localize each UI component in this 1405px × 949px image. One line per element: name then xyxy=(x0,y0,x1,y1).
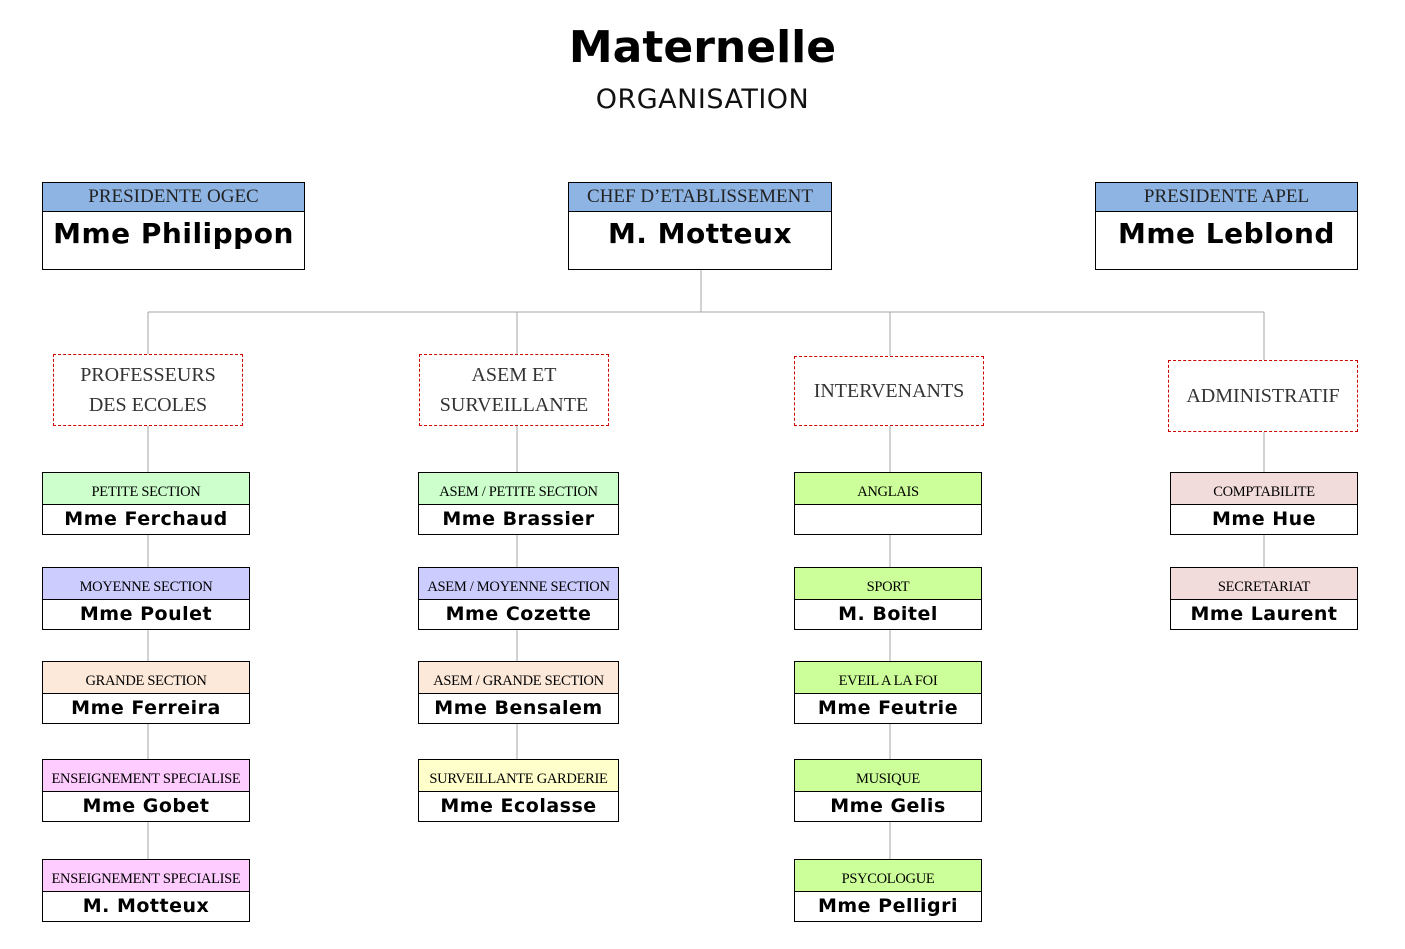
page-subtitle: ORGANISATION xyxy=(595,84,810,115)
group-administratif: ADMINISTRATIF xyxy=(1168,360,1358,432)
staff-name: Mme Laurent xyxy=(1190,603,1338,625)
staff-name: Mme Hue xyxy=(1211,508,1317,530)
staff-role: EVEIL A LA FOI xyxy=(795,662,981,694)
leader-box-presidente-apel: PRESIDENTE APEL Mme Leblond xyxy=(1095,182,1358,270)
leader-name: Mme Leblond xyxy=(1118,217,1335,250)
staff-role: ANGLAIS xyxy=(795,473,981,505)
staff-card-asem-petite-section: ASEM / PETITE SECTION Mme Brassier xyxy=(418,472,619,535)
staff-name: Mme Ecolasse xyxy=(440,795,597,817)
leader-box-presidente-ogec: PRESIDENTE OGEC Mme Philippon xyxy=(42,182,305,270)
staff-card-musique: MUSIQUE Mme Gelis xyxy=(794,759,982,822)
staff-role: ENSEIGNEMENT SPECIALISE xyxy=(43,860,249,892)
group-professeurs-des-ecoles: PROFESSEURS DES ECOLES xyxy=(53,354,243,426)
staff-card-psycologue: PSYCOLOGUE Mme Pelligri xyxy=(794,859,982,922)
staff-role: MOYENNE SECTION xyxy=(43,568,249,600)
staff-card-petite-section: PETITE SECTION Mme Ferchaud xyxy=(42,472,250,535)
staff-role: ASEM / PETITE SECTION xyxy=(419,473,618,505)
staff-name: Mme Poulet xyxy=(79,603,213,625)
staff-name: Mme Feutrie xyxy=(817,697,959,719)
group-asem-et-surveillante: ASEM ET SURVEILLANTE xyxy=(419,354,609,426)
leader-name: M. Motteux xyxy=(607,217,793,250)
staff-role: GRANDE SECTION xyxy=(43,662,249,694)
staff-card-secretariat: SECRETARIAT Mme Laurent xyxy=(1170,567,1358,630)
leader-name: Mme Philippon xyxy=(53,217,294,250)
staff-card-moyenne-section: MOYENNE SECTION Mme Poulet xyxy=(42,567,250,630)
staff-card-enseignement-specialise: ENSEIGNEMENT SPECIALISE M. Motteux xyxy=(42,859,250,922)
staff-card-enseignement-specialise: ENSEIGNEMENT SPECIALISE Mme Gobet xyxy=(42,759,250,822)
staff-name: Mme Cozette xyxy=(445,603,592,625)
staff-role: MUSIQUE xyxy=(795,760,981,792)
staff-role: SURVEILLANTE GARDERIE xyxy=(419,760,618,792)
group-intervenants: INTERVENANTS xyxy=(794,356,984,426)
staff-role: ASEM / MOYENNE SECTION xyxy=(419,568,618,600)
staff-name: M. Boitel xyxy=(838,603,938,625)
staff-role: PETITE SECTION xyxy=(43,473,249,505)
staff-card-asem-moyenne-section: ASEM / MOYENNE SECTION Mme Cozette xyxy=(418,567,619,630)
staff-name: Mme Ferreira xyxy=(71,697,221,719)
staff-name: Mme Brassier xyxy=(442,508,595,530)
staff-card-asem-grande-section: ASEM / GRANDE SECTION Mme Bensalem xyxy=(418,661,619,724)
staff-role: ENSEIGNEMENT SPECIALISE xyxy=(43,760,249,792)
page-title: Maternelle xyxy=(568,22,837,73)
leader-box-chef-d-etablissement: CHEF D’ETABLISSEMENT M. Motteux xyxy=(568,182,832,270)
staff-role: PSYCOLOGUE xyxy=(795,860,981,892)
leader-role: PRESIDENTE OGEC xyxy=(43,183,304,212)
staff-name: M. Motteux xyxy=(82,895,210,917)
staff-name: Mme Gobet xyxy=(82,795,210,817)
staff-name: Mme Pelligri xyxy=(817,895,959,917)
staff-card-surveillante-garderie: SURVEILLANTE GARDERIE Mme Ecolasse xyxy=(418,759,619,822)
staff-role: SPORT xyxy=(795,568,981,600)
staff-card-sport: SPORT M. Boitel xyxy=(794,567,982,630)
staff-name: Mme Ferchaud xyxy=(64,508,228,530)
staff-role: ASEM / GRANDE SECTION xyxy=(419,662,618,694)
staff-name: Mme Bensalem xyxy=(434,697,603,719)
staff-card-eveil-a-la-foi: EVEIL A LA FOI Mme Feutrie xyxy=(794,661,982,724)
staff-card-comptabilite: COMPTABILITE Mme Hue xyxy=(1170,472,1358,535)
staff-card-grande-section: GRANDE SECTION Mme Ferreira xyxy=(42,661,250,724)
staff-name: Mme Gelis xyxy=(830,795,946,817)
leader-role: CHEF D’ETABLISSEMENT xyxy=(569,183,831,212)
staff-card-anglais: ANGLAIS xyxy=(794,472,982,535)
leader-role: PRESIDENTE APEL xyxy=(1096,183,1357,212)
staff-role: COMPTABILITE xyxy=(1171,473,1357,505)
staff-role: SECRETARIAT xyxy=(1171,568,1357,600)
